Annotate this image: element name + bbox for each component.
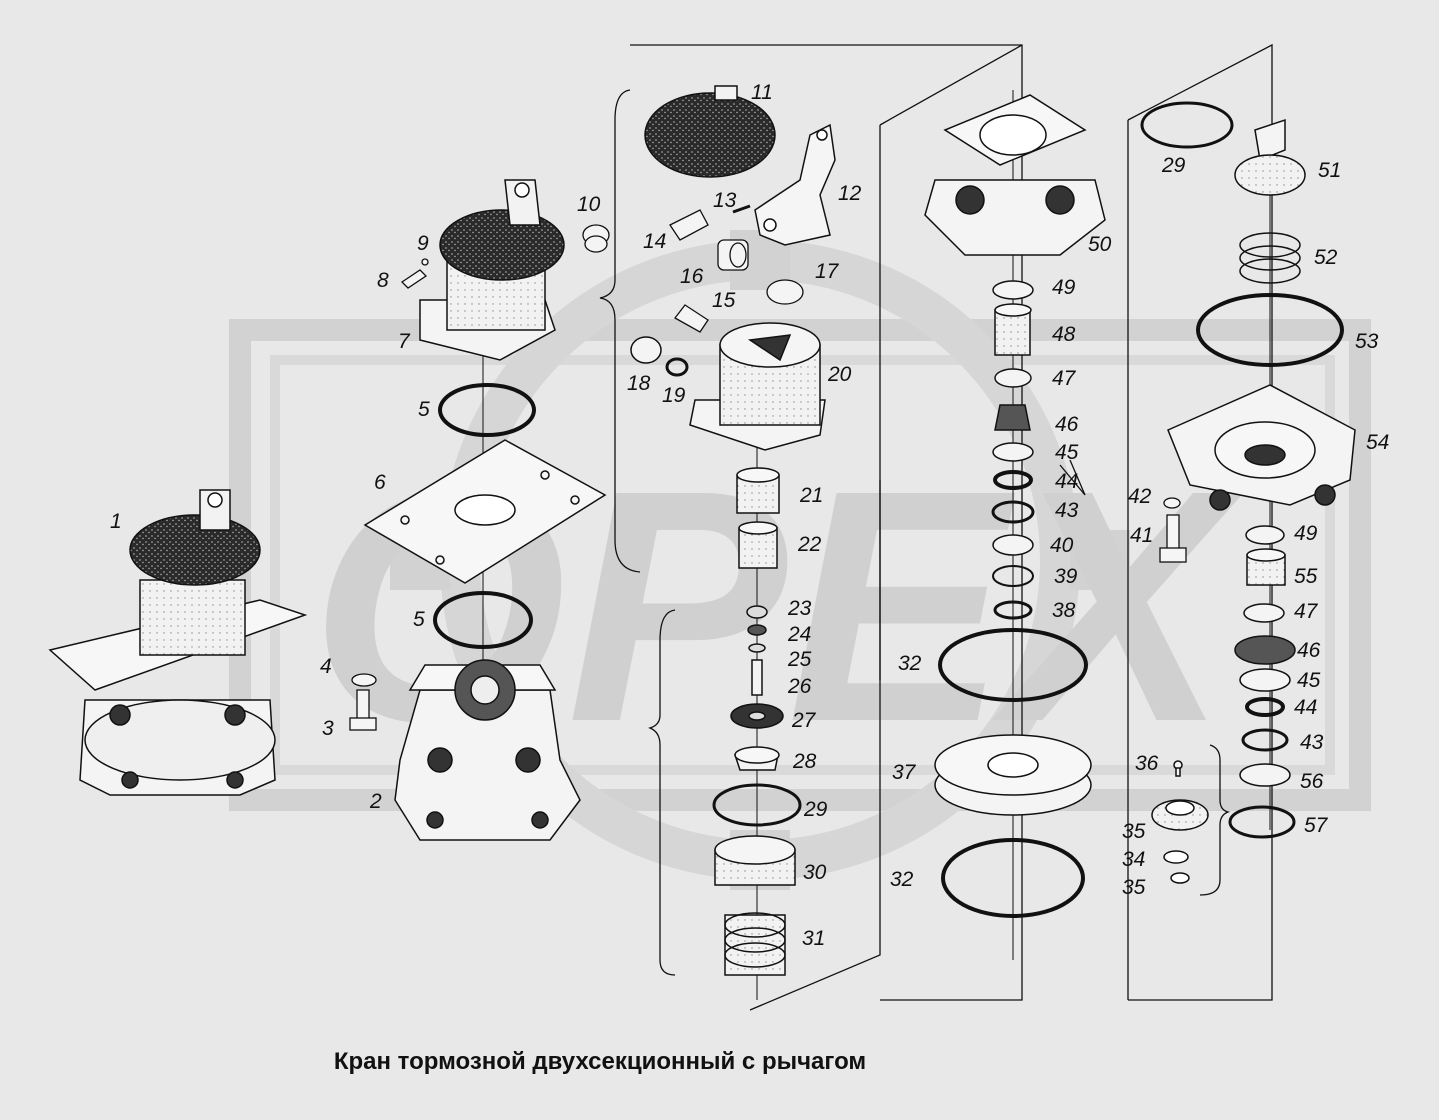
label-3: 3 xyxy=(322,717,334,740)
label-10: 10 xyxy=(577,193,601,216)
part-10-plug xyxy=(582,224,610,253)
label-50: 50 xyxy=(1088,233,1112,256)
label-9: 9 xyxy=(417,232,429,255)
label-17: 17 xyxy=(815,260,840,283)
label-26: 26 xyxy=(787,675,812,698)
part-18-19-fittings xyxy=(630,336,689,377)
diagram-caption: Кран тормозной двухсекционный с рычагом xyxy=(333,1048,867,1075)
label-44a: 44 xyxy=(1055,470,1078,493)
label-19: 19 xyxy=(662,384,686,407)
part-5-o-rings xyxy=(433,383,536,649)
label-47a: 47 xyxy=(1052,367,1077,390)
label-29a: 29 xyxy=(803,798,828,821)
part-50-body xyxy=(924,94,1106,256)
part-20-piston-housing xyxy=(689,322,826,451)
label-46a: 46 xyxy=(1055,413,1079,436)
label-22: 22 xyxy=(797,533,822,556)
label-4: 4 xyxy=(320,655,332,678)
label-46b: 46 xyxy=(1297,639,1321,662)
label-11: 11 xyxy=(751,81,773,104)
part-54-body xyxy=(1167,384,1356,511)
label-54: 54 xyxy=(1366,431,1389,454)
label-56: 56 xyxy=(1300,770,1324,793)
part-32-rings xyxy=(938,628,1088,918)
label-6: 6 xyxy=(374,471,386,494)
part-13-pin xyxy=(732,204,751,214)
label-14: 14 xyxy=(643,230,666,253)
part-labels: 1 2 3 4 5 5 6 7 8 9 10 11 12 13 14 15 16… xyxy=(110,81,1389,950)
label-55: 55 xyxy=(1294,565,1318,588)
label-49b: 49 xyxy=(1294,522,1318,545)
label-48: 48 xyxy=(1052,323,1076,346)
right-column-top xyxy=(1140,101,1344,367)
center-stack-parts xyxy=(712,467,802,976)
label-32a: 32 xyxy=(898,652,922,675)
label-7: 7 xyxy=(398,330,411,353)
right-column-bottom xyxy=(1228,525,1296,839)
brace-lines xyxy=(599,89,1231,976)
label-5a: 5 xyxy=(418,398,430,421)
label-43a: 43 xyxy=(1055,499,1079,522)
label-29b: 29 xyxy=(1161,154,1186,177)
label-39: 39 xyxy=(1054,565,1078,588)
label-49a: 49 xyxy=(1052,276,1076,299)
part-12-lever xyxy=(754,123,836,246)
label-2: 2 xyxy=(369,790,382,813)
part-8-pin xyxy=(400,258,429,289)
label-30: 30 xyxy=(803,861,827,884)
label-52: 52 xyxy=(1314,246,1338,269)
label-24: 24 xyxy=(787,623,811,646)
label-57: 57 xyxy=(1304,814,1329,837)
label-25: 25 xyxy=(787,648,812,671)
label-42: 42 xyxy=(1128,485,1152,508)
label-28: 28 xyxy=(792,750,817,773)
label-53: 53 xyxy=(1355,330,1379,353)
label-40: 40 xyxy=(1050,534,1074,557)
label-35b: 35 xyxy=(1122,876,1146,899)
label-45b: 45 xyxy=(1297,669,1321,692)
label-12: 12 xyxy=(838,182,862,205)
label-21: 21 xyxy=(799,484,823,507)
label-44b: 44 xyxy=(1294,696,1317,719)
parts-34-36-small xyxy=(1151,760,1209,884)
label-23: 23 xyxy=(787,597,812,620)
part-16-17-rollers xyxy=(717,239,804,305)
label-27: 27 xyxy=(791,709,817,732)
label-45a: 45 xyxy=(1055,441,1079,464)
part-11-rubber-cover xyxy=(644,85,776,178)
label-5b: 5 xyxy=(413,608,425,631)
label-35a: 35 xyxy=(1122,820,1146,843)
label-36: 36 xyxy=(1135,752,1159,775)
label-32b: 32 xyxy=(890,868,914,891)
label-15: 15 xyxy=(712,289,736,312)
label-1: 1 xyxy=(110,510,122,533)
label-41: 41 xyxy=(1130,524,1153,547)
label-20: 20 xyxy=(827,363,852,386)
part-37-diaphragm xyxy=(934,734,1092,816)
label-43b: 43 xyxy=(1300,731,1324,754)
label-8: 8 xyxy=(377,269,389,292)
label-31: 31 xyxy=(802,927,825,950)
label-38: 38 xyxy=(1052,599,1076,622)
label-47b: 47 xyxy=(1294,600,1319,623)
label-16: 16 xyxy=(680,265,704,288)
part-2-lower-body xyxy=(394,659,581,841)
part-6-plate xyxy=(363,439,607,584)
right-center-stack xyxy=(991,280,1035,620)
part-9-upper-housing xyxy=(419,179,565,361)
label-37: 37 xyxy=(892,761,917,784)
part-3-bolt xyxy=(349,673,377,731)
label-13: 13 xyxy=(713,189,737,212)
part-1-assembled-valve xyxy=(48,489,308,796)
label-51: 51 xyxy=(1318,159,1341,182)
part-14-15-axles xyxy=(669,209,709,333)
label-18: 18 xyxy=(627,372,651,395)
label-34: 34 xyxy=(1122,848,1145,871)
part-41-bolt xyxy=(1159,497,1187,563)
